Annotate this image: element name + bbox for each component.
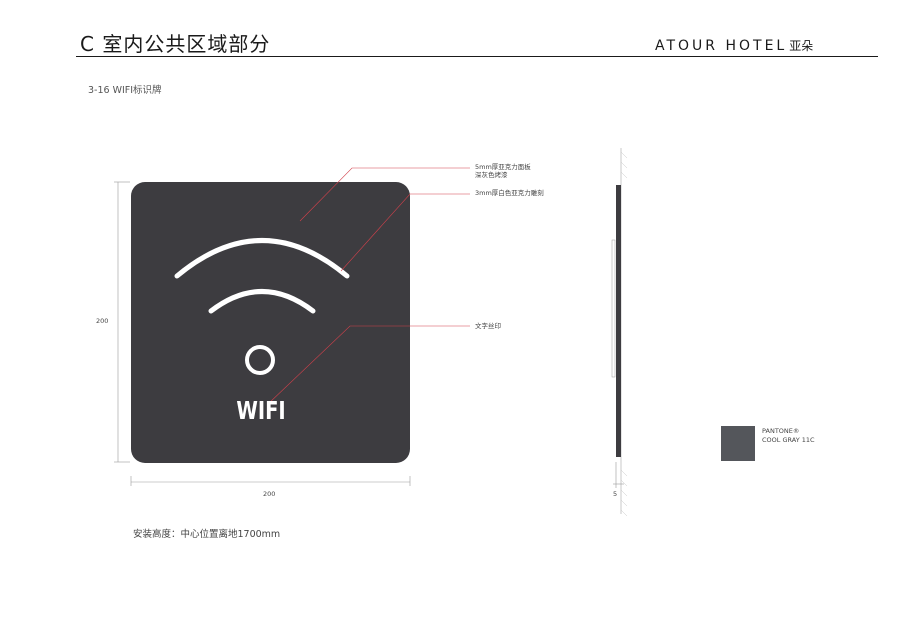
brand-name-en: ATOUR HOTEL xyxy=(655,38,788,54)
wifi-icon xyxy=(174,238,350,375)
leader-panel xyxy=(299,167,470,222)
width-dimension-label: 200 xyxy=(263,490,276,498)
color-swatch xyxy=(721,426,755,461)
side-view xyxy=(611,148,628,517)
width-dimension xyxy=(130,476,411,486)
leader-icon xyxy=(340,193,470,272)
wifi-arc-outer xyxy=(174,238,350,279)
pantone-line2: COOL GRAY 11C xyxy=(762,436,815,444)
height-dimension xyxy=(114,181,130,463)
pantone-line1: PANTONE® xyxy=(762,427,800,435)
wifi-arc-inner xyxy=(208,289,316,314)
wifi-dot xyxy=(245,345,275,375)
brand-name-cn: 亚朵 xyxy=(789,39,814,53)
sign-panel xyxy=(131,182,410,463)
drawing-title: 3-16 WIFI标识牌 xyxy=(88,85,162,96)
sign-text: WIFI xyxy=(236,396,286,425)
thickness-dimension-label: 5 xyxy=(613,490,618,498)
callout-panel-line1: 5mm厚亚克力面板 xyxy=(475,163,531,171)
side-engraving xyxy=(611,239,616,378)
section-title: C 室内公共区域部分 xyxy=(80,32,271,56)
callout-panel: 5mm厚亚克力面板 深灰色烤漆 xyxy=(475,163,531,179)
leader-lines xyxy=(267,167,470,405)
install-note: 安装高度：中心位置离地1700mm xyxy=(133,529,281,540)
callout-icon: 3mm厚白色亚克力雕刻 xyxy=(475,189,544,197)
callout-text: 文字丝印 xyxy=(475,322,501,330)
header-rule xyxy=(76,56,878,57)
thickness-dimension xyxy=(613,462,624,488)
side-panel xyxy=(616,185,621,457)
height-dimension-label: 200 xyxy=(96,317,109,325)
pantone-spec: PANTONE® COOL GRAY 11C xyxy=(762,427,815,445)
callout-panel-line2: 深灰色烤漆 xyxy=(475,171,508,179)
leader-text xyxy=(267,325,470,405)
